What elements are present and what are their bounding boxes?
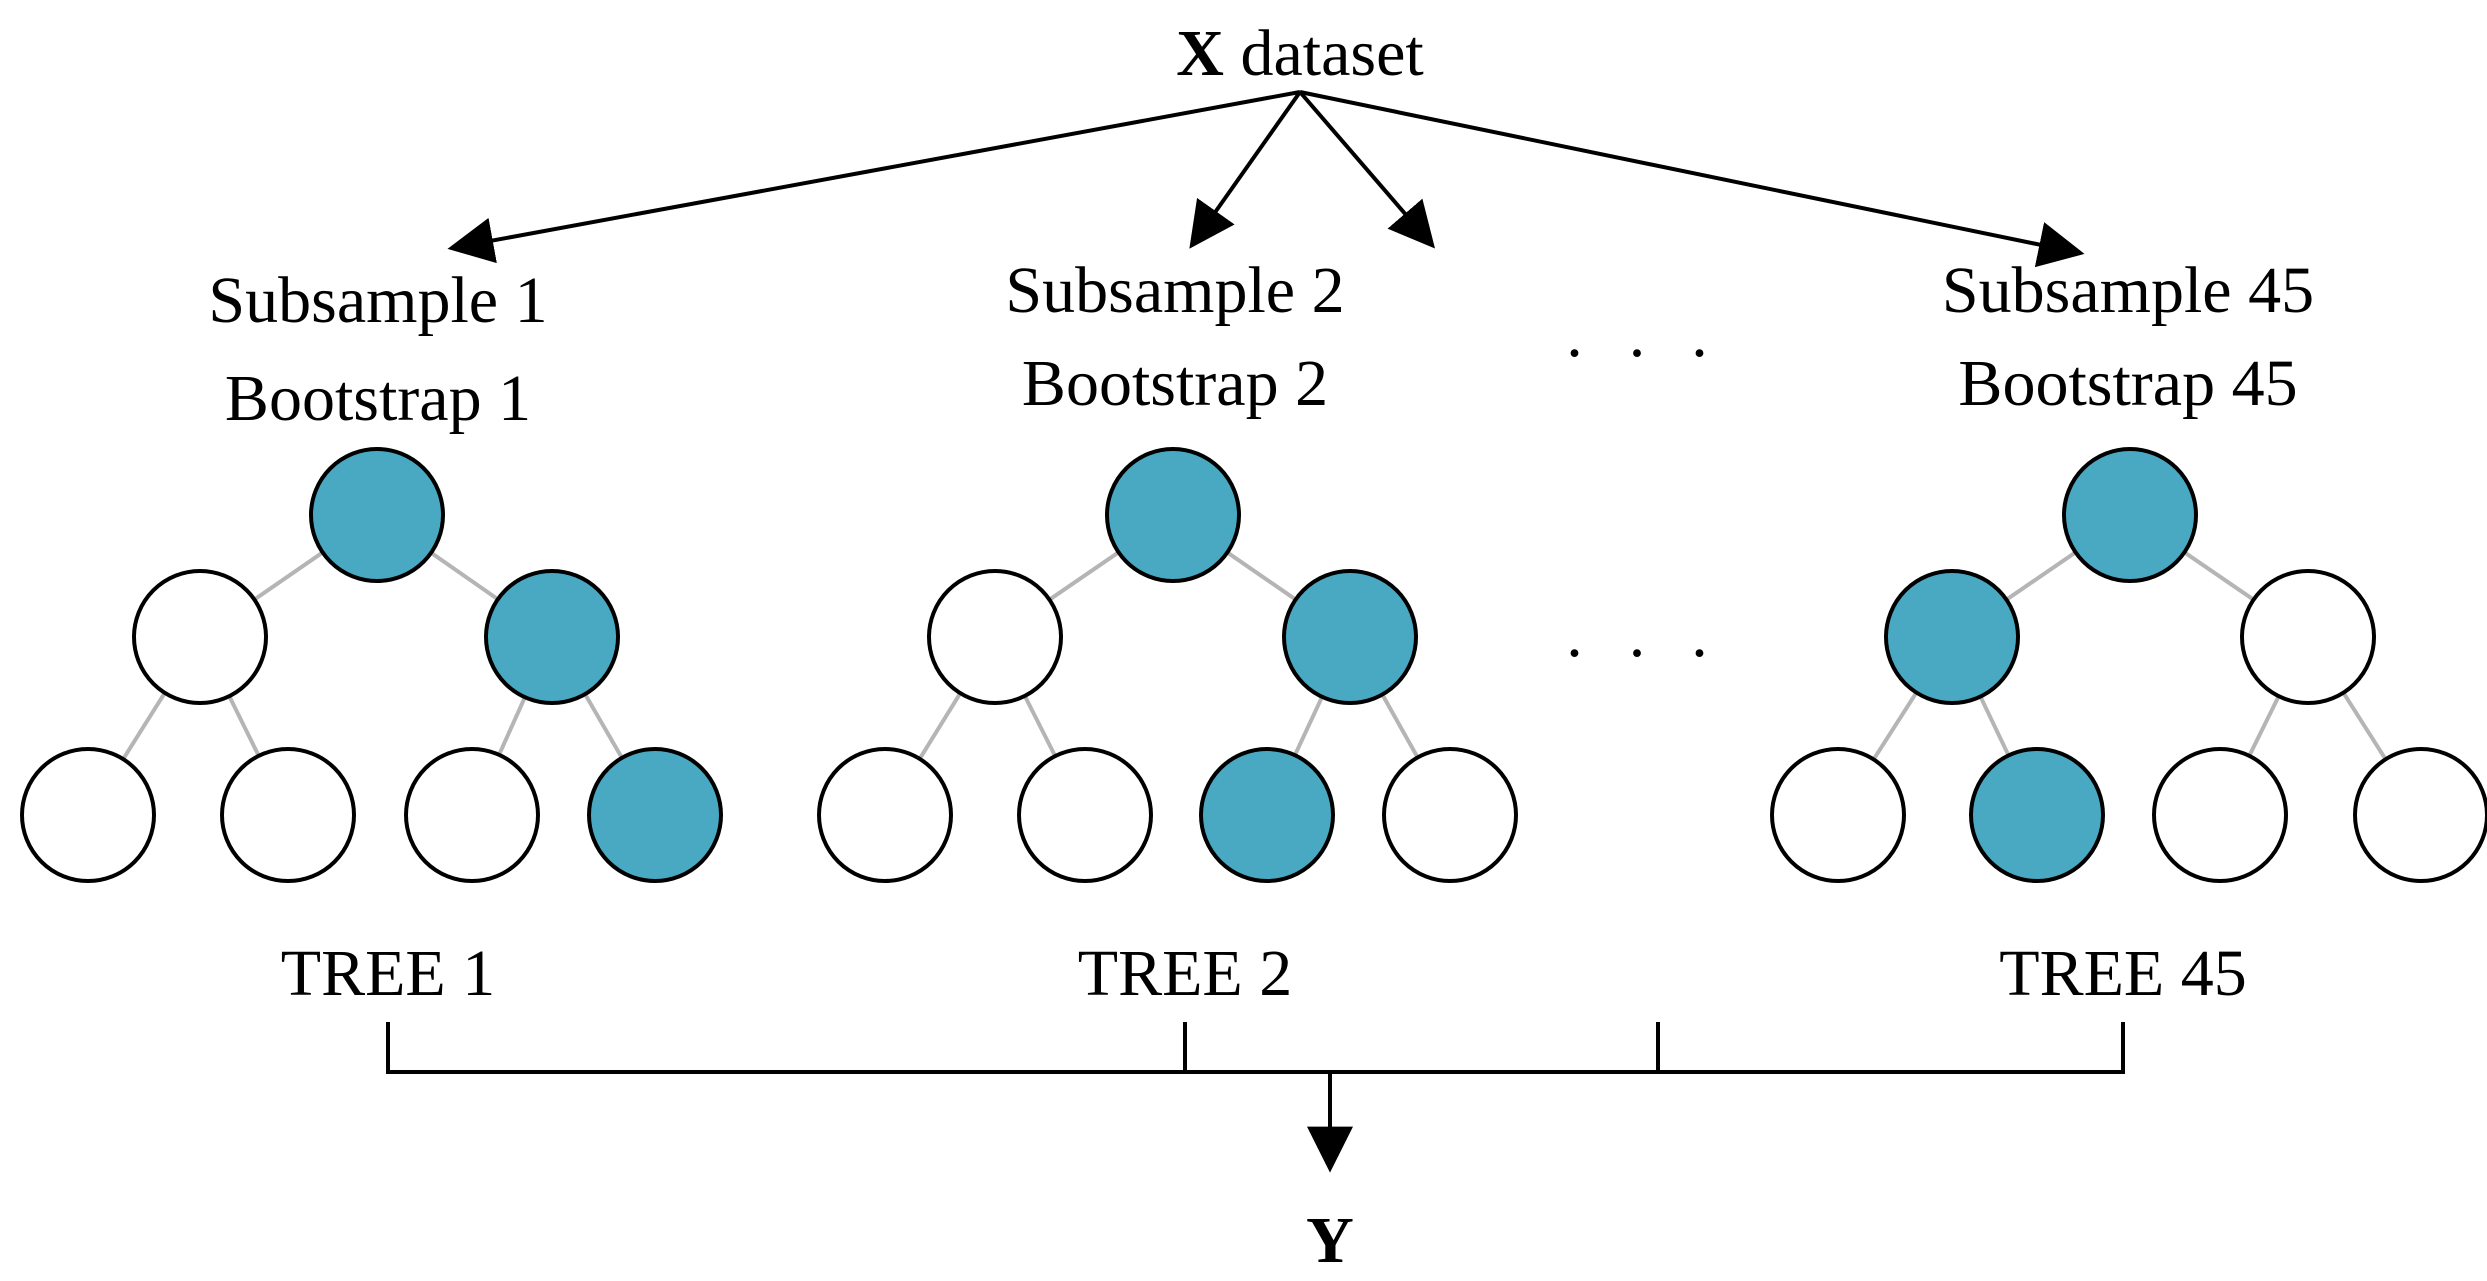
tree-node — [2353, 747, 2487, 883]
subsample-labels: Subsample 1 Bootstrap 1 Subsample 2 Boot… — [208, 254, 2314, 435]
tree-edge — [1380, 693, 1420, 759]
dataset-symbol: X — [1176, 17, 1224, 90]
arrow-to-subsample-2 — [1189, 90, 1302, 249]
tree-edge — [1022, 694, 1058, 758]
tree-edge — [1871, 691, 1919, 761]
tree-edge — [1048, 550, 1120, 602]
tree-node — [404, 747, 540, 883]
tree-node-selected — [1969, 747, 2105, 883]
dataset-label: X dataset — [1176, 17, 1423, 90]
tree-edge — [2183, 550, 2255, 602]
tree-node — [927, 569, 1063, 705]
tree-node — [1382, 747, 1518, 883]
tree-edge — [1978, 695, 2011, 757]
decision-tree-1 — [20, 447, 723, 883]
bus-line — [386, 1022, 2125, 1074]
tree-node-selected — [1282, 569, 1418, 705]
subsample-label: Subsample 2 — [1005, 254, 1344, 327]
tree-edge — [1226, 550, 1297, 602]
tree-edge — [227, 695, 261, 757]
tree-node-selected — [587, 747, 723, 883]
tree-edge — [2247, 695, 2281, 757]
tree-label: TREE 1 — [281, 937, 495, 1010]
tree-edge — [253, 550, 324, 602]
bootstrap-label: Bootstrap 1 — [225, 362, 531, 435]
tree-node-selected — [2062, 447, 2198, 583]
tree-node — [1770, 747, 1906, 883]
tree-node-selected — [1105, 447, 1241, 583]
decision-tree-3 — [1770, 447, 2487, 883]
arrow-to-subsample-45 — [1299, 90, 2085, 268]
tree-edge — [429, 551, 500, 601]
tree-edge — [2005, 550, 2077, 602]
output-label: Y — [1306, 1204, 1354, 1277]
arrow-to-more-subsamples — [1298, 90, 1436, 249]
tree-node-selected — [309, 447, 445, 583]
tree-edge — [497, 696, 527, 756]
tree-edge — [2341, 691, 2388, 761]
aggregation-bus — [386, 1022, 2125, 1173]
tree-node-selected — [1884, 569, 2020, 705]
subsample-label: Subsample 1 — [208, 264, 547, 337]
trees — [20, 447, 2487, 883]
tree-edge — [917, 692, 963, 760]
ellipsis-middle: · · · — [1564, 617, 1723, 690]
tree-node — [817, 747, 953, 883]
tree-edge — [583, 693, 624, 759]
ellipsis-top: · · · — [1564, 317, 1723, 390]
tree-edge — [121, 691, 167, 761]
tree-node — [20, 747, 156, 883]
tree-labels: TREE 1 TREE 2 TREE 45 — [281, 937, 2247, 1010]
tree-node — [2152, 747, 2288, 883]
decision-tree-2 — [817, 447, 1518, 883]
tree-label: TREE 2 — [1078, 937, 1292, 1010]
bootstrap-label: Bootstrap 2 — [1022, 347, 1328, 420]
split-arrows — [447, 90, 2085, 268]
dataset-word: dataset — [1224, 17, 1424, 90]
tree-node — [132, 569, 268, 705]
tree-node-selected — [1199, 747, 1335, 883]
tree-node — [1017, 747, 1153, 883]
subsample-label: Subsample 45 — [1942, 254, 2314, 327]
tree-node-selected — [484, 569, 620, 705]
tree-node — [2240, 569, 2376, 705]
bootstrap-label: Bootstrap 45 — [1958, 347, 2297, 420]
tree-node — [220, 747, 356, 883]
tree-edge — [1293, 695, 1324, 757]
tree-label: TREE 45 — [1999, 937, 2246, 1010]
arrow-to-subsample-1 — [447, 90, 1301, 264]
